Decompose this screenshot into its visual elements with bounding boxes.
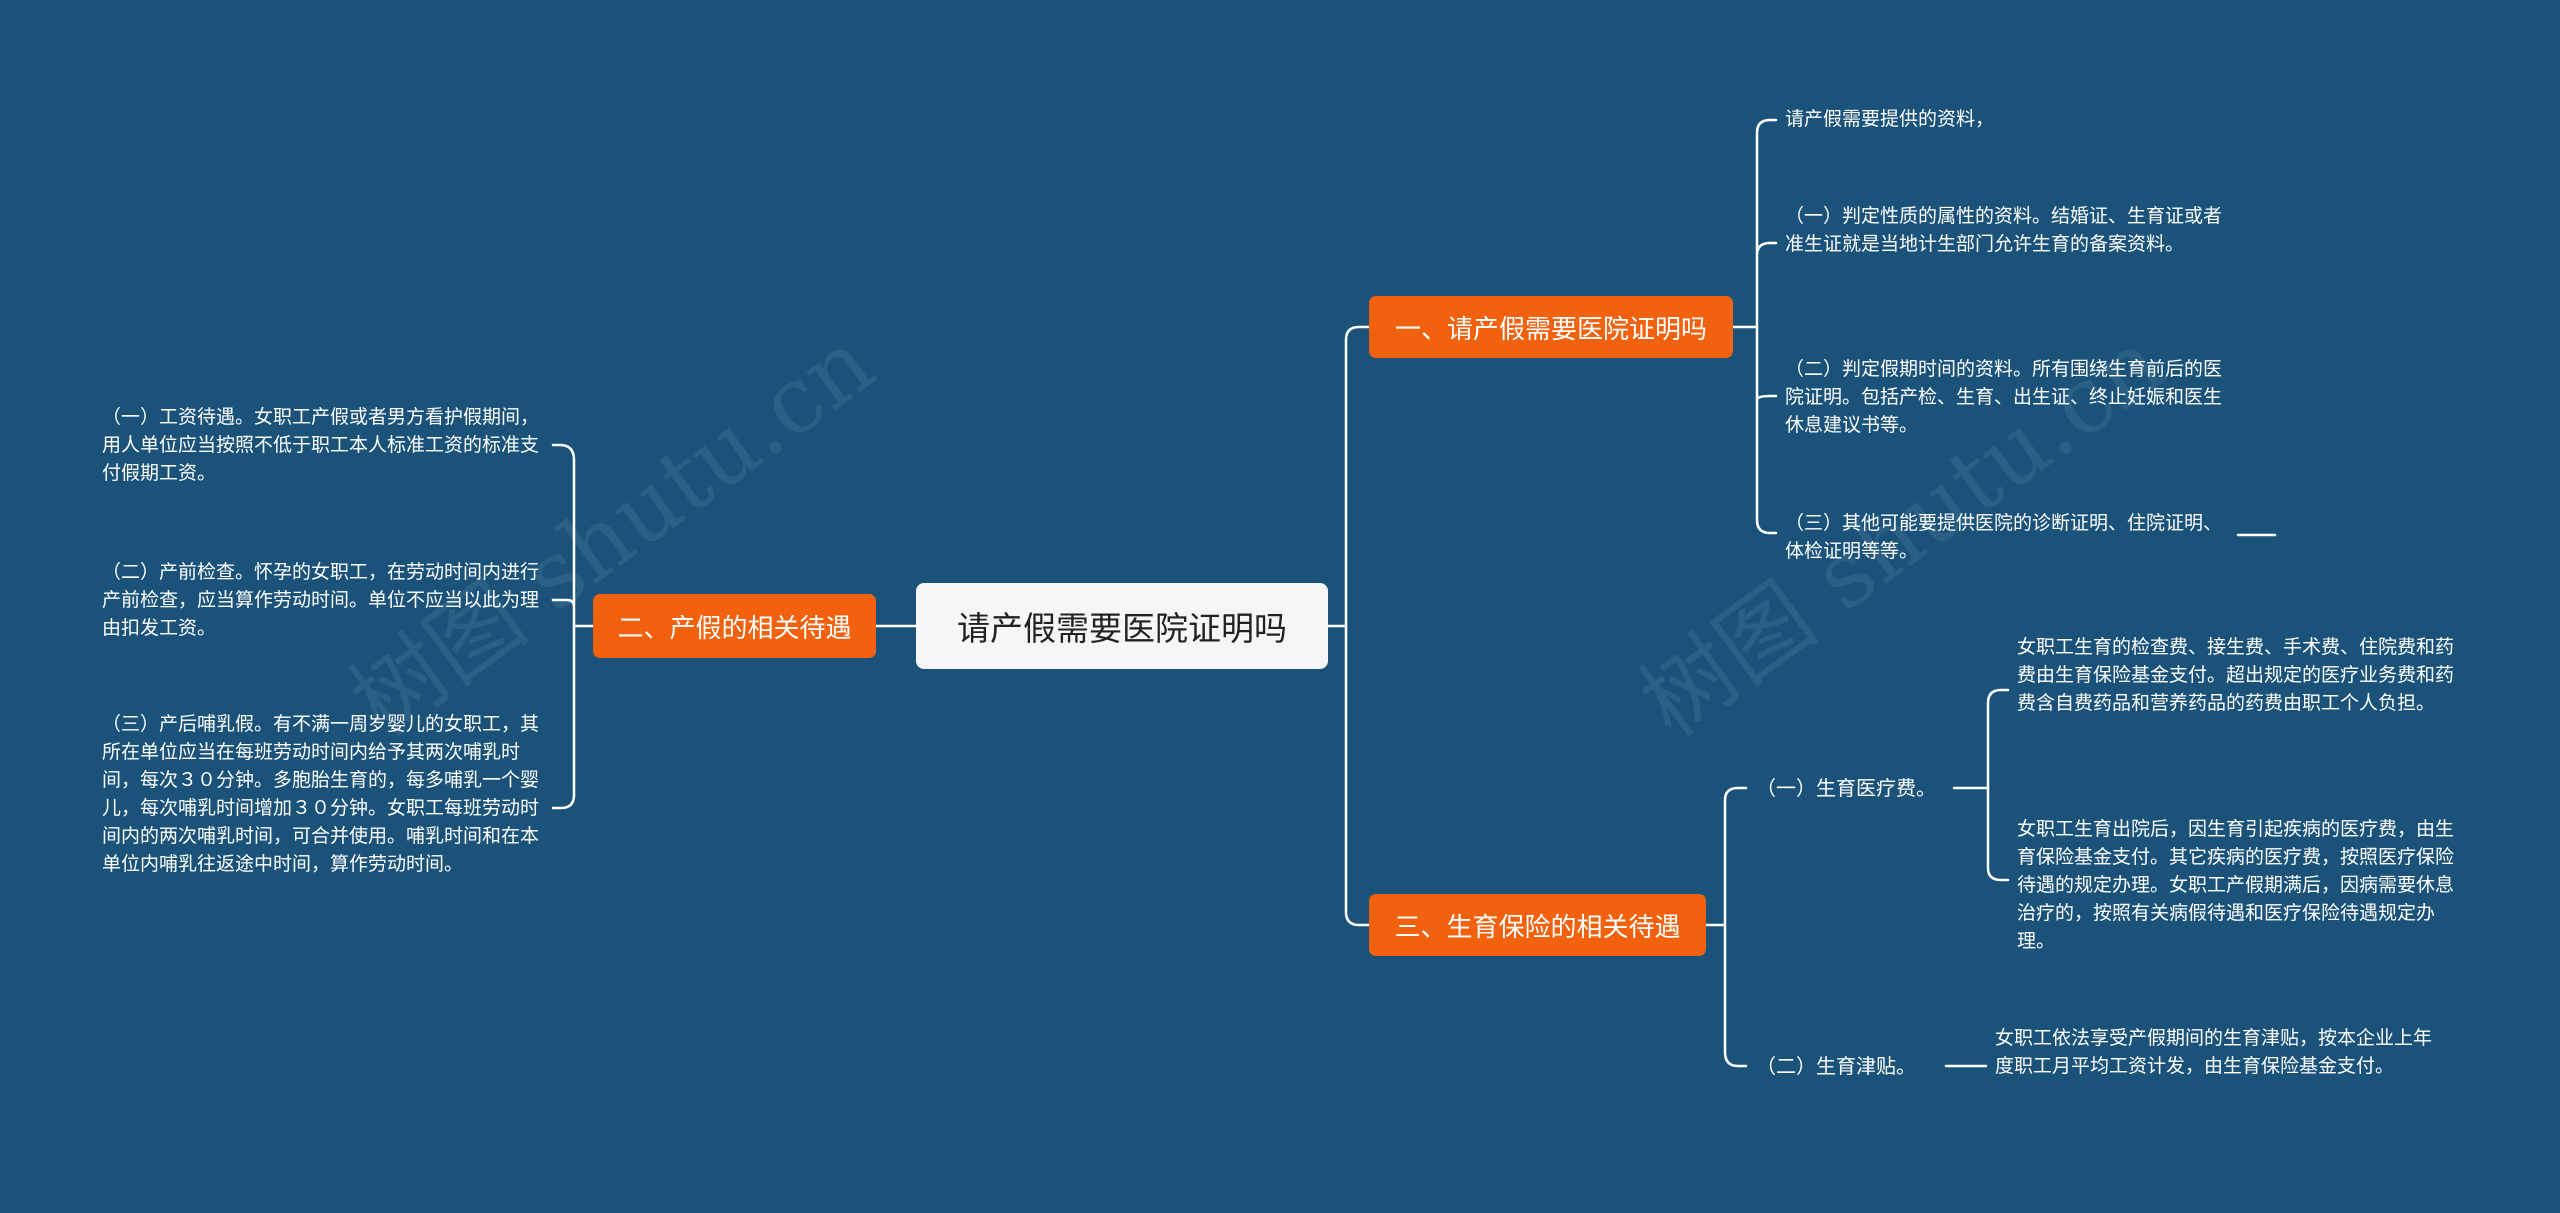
branch-3-sub-1[interactable]: （一）生育医疗费。 — [1756, 776, 1936, 800]
branch-3[interactable]: 三、生育保险的相关待遇 — [1369, 894, 1706, 956]
branch-1[interactable]: 一、请产假需要医院证明吗 — [1369, 296, 1733, 358]
branch-2-leaf-2: （二）产前检查。怀孕的女职工，在劳动时间内进行产前检查，应当算作劳动时间。单位不… — [102, 561, 540, 639]
branch-1-leaf-1: 请产假需要提供的资料， — [1785, 108, 1995, 130]
sub-1-leaf-1: 女职工生育的检查费、接生费、手术费、住院费和药费由生育保险基金支付。超出规定的医… — [2017, 636, 2455, 714]
sub-1-leaf-2: 女职工生育出院后，因生育引起疾病的医疗费，由生育保险基金支付。其它疾病的医疗费，… — [2017, 818, 2455, 952]
branch-2[interactable]: 二、产假的相关待遇 — [593, 594, 876, 658]
branch-1-leaf-3: （二）判定假期时间的资料。所有围绕生育前后的医院证明。包括产检、生育、出生证、终… — [1785, 358, 2223, 436]
central-topic[interactable]: 请产假需要医院证明吗 — [916, 583, 1328, 669]
branch-1-leaf-4: （三）其他可能要提供医院的诊断证明、住院证明、体检证明等等。 — [1785, 512, 2223, 562]
sub-2-leaf-1: 女职工依法享受产假期间的生育津贴，按本企业上年度职工月平均工资计发，由生育保险基… — [1995, 1027, 2433, 1077]
branch-3-sub-2[interactable]: （二）生育津贴。 — [1756, 1054, 1916, 1078]
branch-1-leaf-2: （一）判定性质的属性的资料。结婚证、生育证或者准生证就是当地计生部门允许生育的备… — [1785, 205, 2223, 255]
branch-2-leaf-1: （一）工资待遇。女职工产假或者男方看护假期间，用人单位应当按照不低于职工本人标准… — [102, 406, 540, 484]
branch-2-leaf-3: （三）产后哺乳假。有不满一周岁婴儿的女职工，其所在单位应当在每班劳动时间内给予其… — [102, 713, 540, 875]
